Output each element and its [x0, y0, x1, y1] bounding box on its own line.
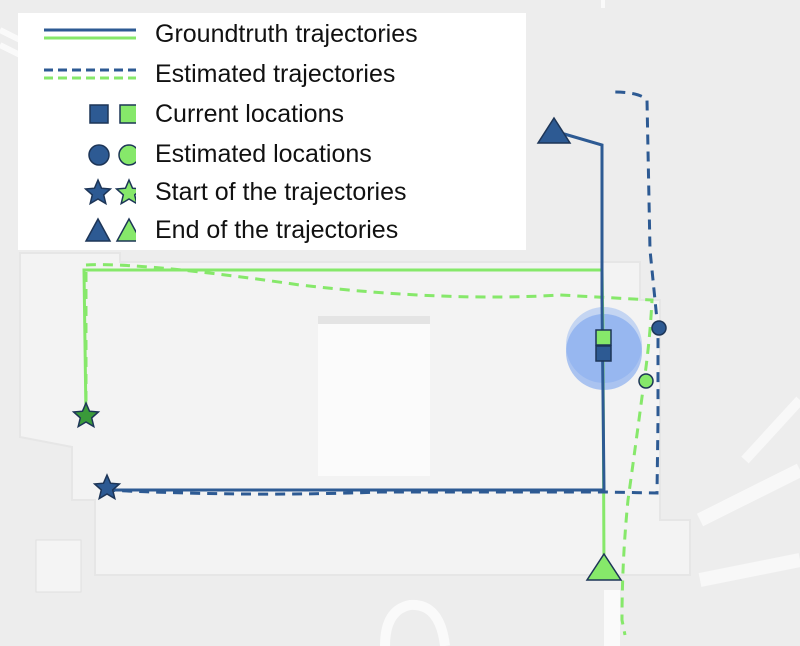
small-building	[35, 539, 82, 593]
star-icon	[83, 178, 136, 206]
triangle-icon	[84, 217, 136, 242]
dashed-line-icon	[44, 68, 136, 80]
green-start-star-icon	[71, 401, 101, 429]
road	[741, 396, 800, 464]
green-estimated-trajectory	[84, 263, 654, 636]
legend-label-end: End of the trajectories	[155, 216, 399, 244]
legend: Groundtruth trajectories Estimated traje…	[18, 13, 526, 250]
courtyard-edge	[318, 316, 430, 324]
road	[0, 27, 22, 58]
green-end-triangle-icon	[585, 552, 623, 581]
road	[380, 599, 450, 646]
legend-label-start: Start of the trajectories	[155, 178, 407, 206]
road	[604, 590, 620, 646]
blue-end-triangle-icon	[536, 116, 572, 144]
green-current-location	[595, 329, 612, 346]
blue-current-location	[595, 345, 612, 362]
legend-label-estimated-locations: Estimated locations	[155, 140, 372, 168]
green-estimated-location	[638, 373, 654, 389]
road	[696, 463, 800, 587]
blue-estimated-trajectory	[104, 90, 660, 496]
blue-estimated-location	[651, 320, 667, 336]
legend-label-groundtruth: Groundtruth trajectories	[155, 20, 418, 48]
legend-label-estimated: Estimated trajectories	[155, 60, 396, 88]
circle-icon	[88, 144, 136, 166]
square-icon	[89, 104, 136, 124]
courtyard	[318, 318, 430, 476]
blue-start-star-icon	[92, 473, 122, 501]
legend-label-current: Current locations	[155, 100, 344, 128]
blue-groundtruth-trajectory	[105, 129, 606, 492]
solid-line-icon	[44, 28, 136, 40]
